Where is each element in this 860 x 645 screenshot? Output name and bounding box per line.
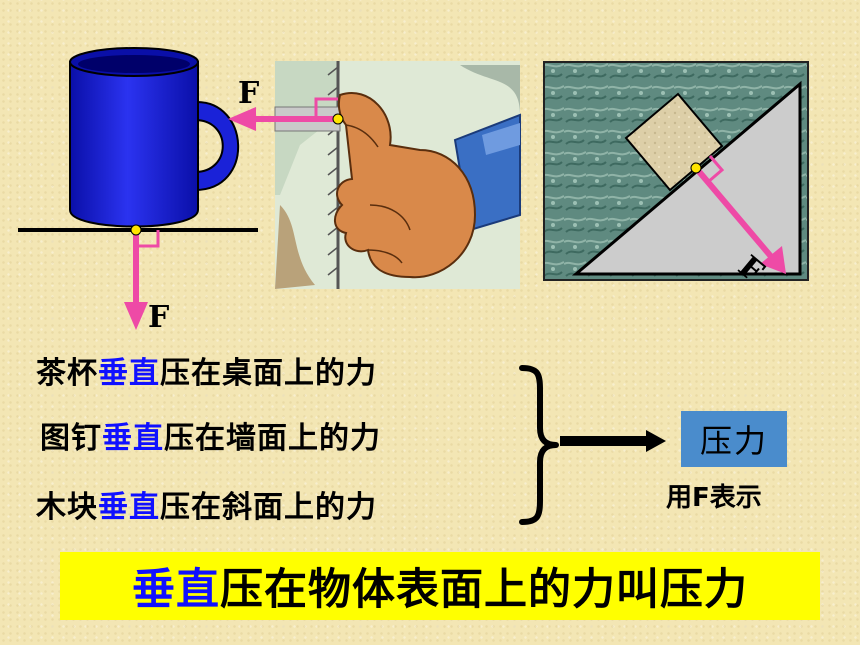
contact-point — [332, 113, 344, 125]
line-block-highlight: 垂直 — [98, 490, 160, 525]
line-block-suffix: 压在斜面上的力 — [160, 490, 377, 525]
force-label-cup: F — [148, 300, 170, 335]
force-label-wall: F — [238, 76, 260, 111]
force-arrow-incline — [693, 155, 786, 274]
line-cup-prefix: 茶杯 — [36, 356, 98, 391]
force-arrow-left — [228, 97, 338, 131]
definition-banner: 垂直压在物体表面上的力叫压力 — [60, 552, 820, 620]
thumb-scene — [228, 61, 521, 289]
line-pin-suffix: 压在墙面上的力 — [164, 421, 381, 456]
cup-scene — [18, 47, 258, 330]
thumb-press-icon — [274, 61, 521, 289]
incline-block-icon — [543, 61, 809, 281]
contact-point — [690, 162, 702, 174]
line-pin-prefix: 图钉 — [40, 421, 102, 456]
brace-icon — [519, 365, 559, 525]
right-arrow-icon — [560, 430, 666, 452]
line-pin-highlight: 垂直 — [102, 421, 164, 456]
line-cup-suffix: 压在桌面上的力 — [160, 356, 377, 391]
definition-rest: 压在物体表面上的力叫压力 — [220, 565, 748, 615]
line-block: 木块垂直压在斜面上的力 — [36, 482, 377, 526]
line-cup-highlight: 垂直 — [98, 356, 160, 391]
force-arrow-down — [124, 230, 160, 330]
cup-icon — [69, 47, 240, 228]
line-cup: 茶杯垂直压在桌面上的力 — [36, 348, 377, 392]
definition-highlight: 垂直 — [132, 565, 220, 615]
contact-point — [130, 224, 142, 236]
pressure-caption: 用F表示 — [666, 483, 762, 513]
incline-scene — [543, 61, 809, 281]
line-block-prefix: 木块 — [36, 490, 98, 525]
line-pin: 图钉垂直压在墙面上的力 — [40, 413, 381, 457]
pressure-result-box: 压力 — [681, 411, 787, 467]
